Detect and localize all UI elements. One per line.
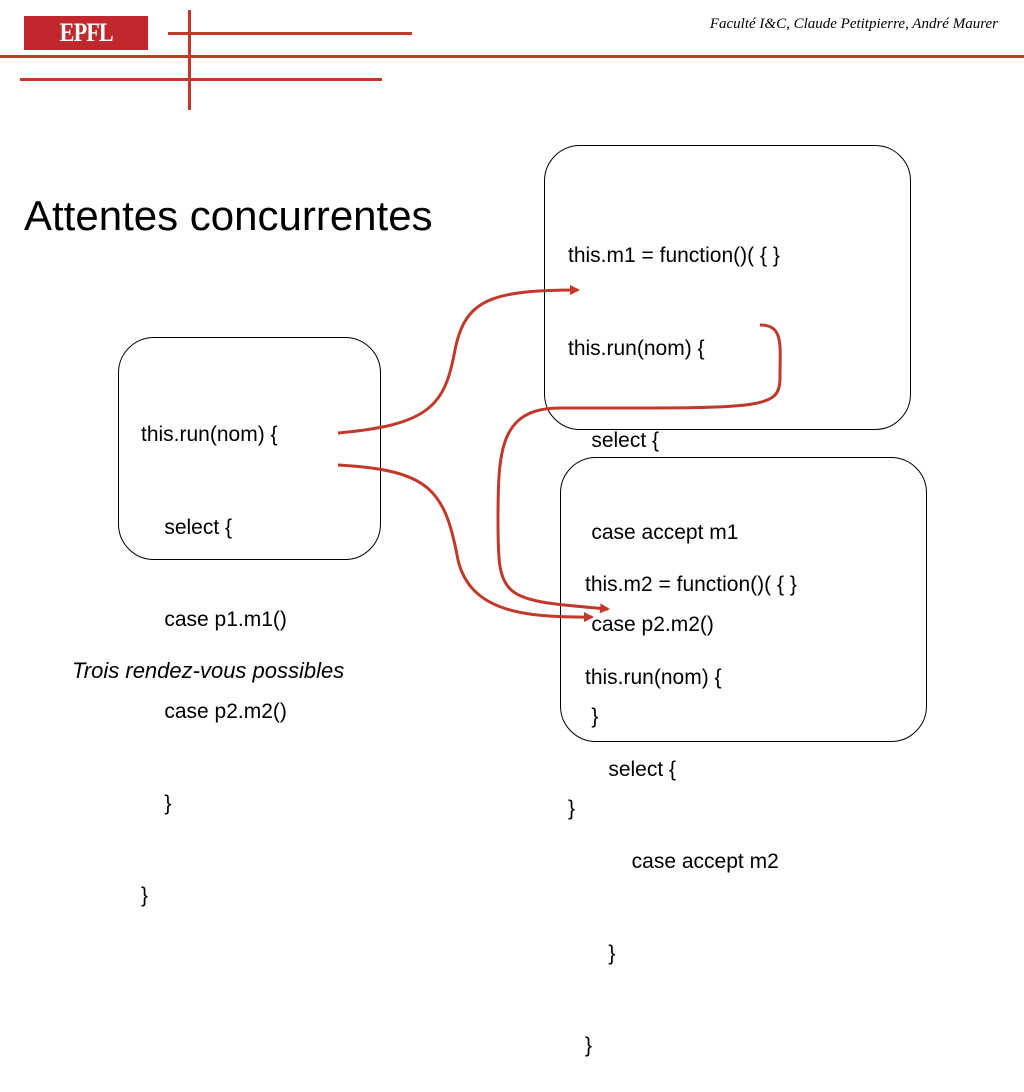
logo-text: EPFL xyxy=(59,18,113,47)
code-line: case p2.m2() xyxy=(141,699,287,723)
code-box-left xyxy=(118,337,381,560)
slide-caption: Trois rendez-vous possibles xyxy=(72,658,345,683)
arrow-p2m2-to-accept-m2 xyxy=(496,323,782,614)
code-line: this.run(nom) { xyxy=(585,665,722,689)
code-line: this.run(nom) { xyxy=(568,336,705,360)
code-top-right: this.m1 = function()( { } this.run(nom) … xyxy=(568,180,780,855)
code-line: } xyxy=(141,883,149,907)
code-line: this.run(nom) { xyxy=(141,423,278,447)
code-line: this.m2 = function()( { } xyxy=(585,573,797,597)
header-credit: Faculté I&C, Claude Petitpierre, André M… xyxy=(709,16,998,32)
slide-title: Attentes concurrentes xyxy=(24,192,433,239)
code-line: select { xyxy=(568,428,660,452)
code-box-top-right xyxy=(544,145,911,430)
code-line: case accept m2 xyxy=(585,849,779,873)
code-line: } xyxy=(141,791,172,815)
code-line: case p2.m2() xyxy=(568,612,714,636)
header-line-bottom xyxy=(20,78,382,81)
code-line: case accept m1 xyxy=(568,520,739,544)
code-line: this.m1 = function()( { } xyxy=(568,244,780,268)
code-line: } xyxy=(585,1033,593,1057)
code-line: case p1.m1() xyxy=(141,607,287,631)
arrow-m2-to-accept-m2 xyxy=(337,463,594,623)
header-vertical-line xyxy=(188,10,191,110)
epfl-logo: EPFL xyxy=(24,16,148,50)
header-line-main xyxy=(0,55,1024,58)
arrow-m1-to-accept-m1 xyxy=(337,285,580,435)
code-line: select { xyxy=(141,515,233,539)
code-box-bottom-right xyxy=(560,457,927,742)
code-left: this.run(nom) { select { case p1.m1() ca… xyxy=(141,359,287,942)
code-line: } xyxy=(585,941,616,965)
arrows-layer xyxy=(337,285,782,623)
header-line-top xyxy=(168,32,412,35)
code-line: } xyxy=(568,704,599,728)
